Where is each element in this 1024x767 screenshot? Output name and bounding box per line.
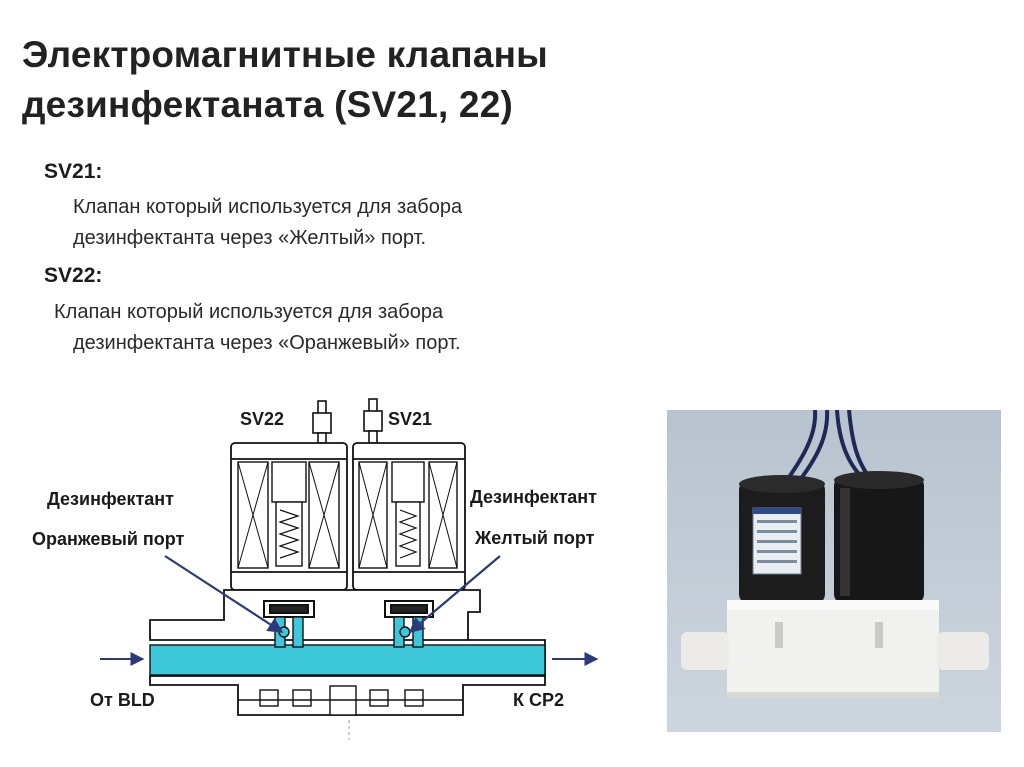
sv21-description-line-1: Клапан который используется для забора xyxy=(73,196,463,218)
sv22-description: Клапан который используется для забора д… xyxy=(54,297,461,359)
sv21-solenoid xyxy=(352,442,466,591)
solenoid-valve-photo-drawing xyxy=(681,410,989,698)
right-disinfectant-label: Дезинфектант xyxy=(470,487,597,507)
sv22-solenoid xyxy=(230,442,348,591)
valve-seats xyxy=(263,600,434,618)
solenoid-valve-photo xyxy=(667,410,1001,732)
fluid-channel xyxy=(149,616,546,676)
sv22-label: SV22 xyxy=(240,409,285,429)
sv21-description-line-2: дезинфектанта через «Желтый» порт. xyxy=(73,227,427,249)
page-title: Электромагнитные клапаны дезинфектаната … xyxy=(22,30,548,130)
yellow-port-label: Желтый порт xyxy=(475,528,595,548)
inlet-label: От BLD xyxy=(90,690,155,710)
orange-port-pointer xyxy=(164,555,284,633)
page-title-line-1: Электромагнитные клапаны xyxy=(22,34,548,75)
sv21-heading: SV21: xyxy=(44,160,103,183)
page-title-line-2: дезинфектаната (SV21, 22) xyxy=(22,84,514,125)
orange-port-label: Оранжевый порт xyxy=(32,529,185,549)
valve-cross-section-diagram xyxy=(100,398,599,740)
bottom-ribs xyxy=(238,685,463,716)
sv22-description-line-2: дезинфектанта через «Оранжевый» порт. xyxy=(73,332,461,354)
sv21-label: SV21 xyxy=(388,409,433,429)
yellow-port-pointer xyxy=(408,555,501,633)
sv21-connector xyxy=(363,398,383,444)
sv21-description: Клапан который используется для забора д… xyxy=(73,192,462,254)
sv22-heading: SV22: xyxy=(44,264,103,287)
left-disinfectant-label: Дезинфектант xyxy=(47,489,174,509)
outlet-label: К СР2 xyxy=(513,690,565,710)
sv22-connector xyxy=(312,400,332,444)
sv22-description-line-1: Клапан который используется для забора xyxy=(54,301,444,323)
